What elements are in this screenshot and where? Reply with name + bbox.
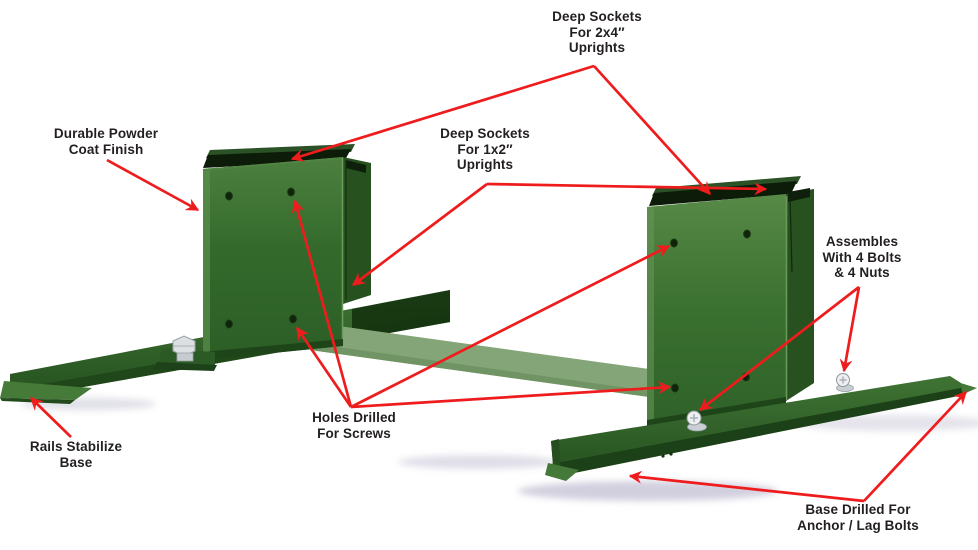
cross-stretcher-bar xyxy=(310,322,649,397)
label-line: For Screws xyxy=(317,425,391,441)
label-line: Assembles xyxy=(825,234,899,249)
label-holes-drilled-screws: Holes Drilled For Screws xyxy=(279,410,429,441)
left-socket-screw-holes xyxy=(225,187,297,329)
label-rails-stabilize-base: Rails Stabilize Base xyxy=(1,439,151,470)
label-line: Deep Sockets xyxy=(440,126,530,141)
left-socket-front-face xyxy=(203,157,343,360)
label-line: Uprights xyxy=(568,40,626,55)
label-line: Uprights xyxy=(456,157,514,172)
label-deep-sockets-2x4: Deep Sockets For 2x4″ Uprights xyxy=(532,9,662,56)
label-line: With 4 Bolts xyxy=(822,249,902,265)
left-socket-opening xyxy=(203,149,351,168)
label-durable-powder-coat: Durable Powder Coat Finish xyxy=(31,126,181,157)
right-socket-front-face xyxy=(647,194,786,428)
label-assembles-bolts-nuts: Assembles With 4 Bolts & 4 Nuts xyxy=(797,234,927,281)
label-base-drilled-anchor: Base Drilled For Anchor / Lag Bolts xyxy=(768,502,948,533)
label-line: For 2x4″ xyxy=(569,24,625,40)
label-line: Durable Powder xyxy=(53,126,159,141)
assembly-bolt-left xyxy=(686,410,707,432)
label-line: Base Drilled For xyxy=(805,502,911,517)
annotation-arrow xyxy=(592,65,712,195)
annotation-arrow xyxy=(486,182,768,196)
right-base-rail xyxy=(545,373,977,481)
assembly-bolt-right xyxy=(836,373,854,392)
annotation-arrow xyxy=(350,244,671,409)
annotation-arrows xyxy=(30,64,967,503)
annotation-arrow xyxy=(839,286,861,373)
annotation-arrow xyxy=(106,158,200,212)
label-line: Base xyxy=(59,454,93,470)
label-line: Anchor / Lag Bolts xyxy=(797,517,919,533)
label-deep-sockets-1x2: Deep Sockets For 1x2″ Uprights xyxy=(420,126,550,173)
annotation-arrow xyxy=(351,182,488,287)
left-rail-far-end xyxy=(352,290,450,340)
annotation-arrow xyxy=(291,199,353,408)
label-line: Deep Sockets xyxy=(552,9,642,24)
left-rail-foot xyxy=(0,381,92,400)
right-rail-foot-left xyxy=(545,463,579,481)
annotation-arrow xyxy=(863,391,967,502)
right-socket-tower xyxy=(647,176,814,428)
label-line: & 4 Nuts xyxy=(834,265,890,280)
annotation-arrow xyxy=(290,64,595,162)
left-socket-side-panel xyxy=(343,157,371,304)
hex-nut-icon xyxy=(176,352,194,362)
annotation-arrow xyxy=(698,285,860,412)
right-socket-side-panel xyxy=(786,189,814,401)
annotation-arrow xyxy=(350,381,672,409)
label-line: Holes Drilled xyxy=(312,410,396,425)
label-line: Coat Finish xyxy=(68,141,144,157)
label-line: For 1x2″ xyxy=(457,141,513,157)
label-line: Rails Stabilize xyxy=(29,439,123,454)
left-rail-bolt xyxy=(153,335,217,371)
annotation-arrow xyxy=(295,326,353,408)
annotation-arrow xyxy=(30,397,72,438)
annotation-arrow xyxy=(628,470,865,503)
